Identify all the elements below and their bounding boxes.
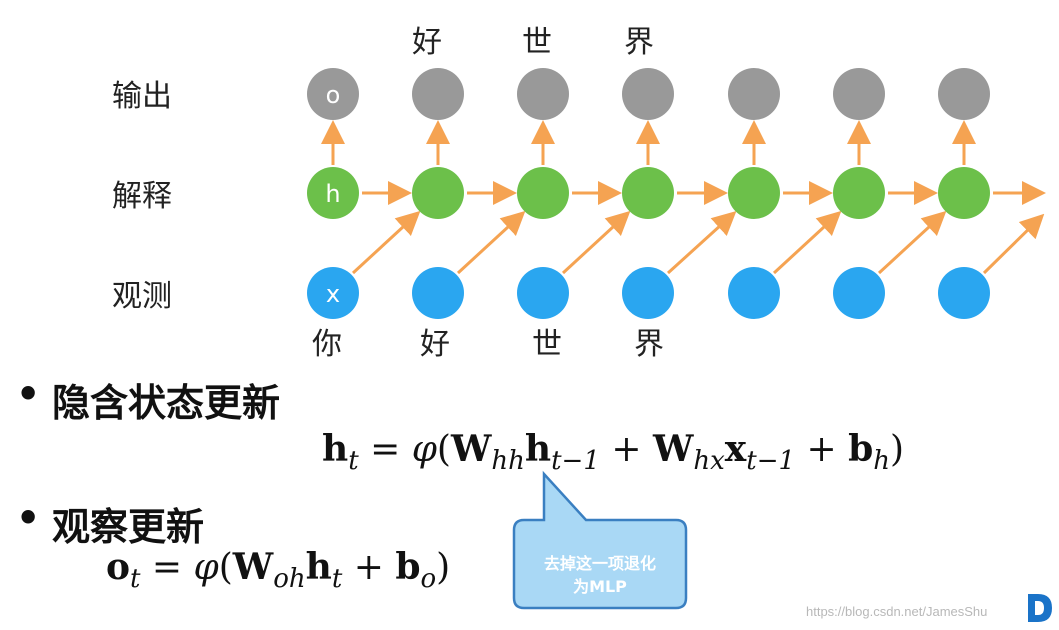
logo-d-icon [1028, 594, 1052, 622]
rnn-diagram: 输出 解释 观测 好 世 界 你 好 世 界 o h x [112, 25, 1046, 362]
hidden-node-5 [728, 167, 780, 219]
row-label-output: 输出 [112, 79, 172, 114]
row-label-input: 观测 [112, 279, 172, 314]
input-node-letter: x [326, 280, 340, 308]
input-node-7 [938, 267, 990, 319]
input-node-3 [517, 267, 569, 319]
hidden-node-2 [412, 167, 464, 219]
output-node-1 [307, 68, 359, 120]
bottom-word-2: 好 [420, 327, 450, 362]
output-node-6 [833, 68, 885, 120]
arrow-input-to-hidden-2 [456, 210, 526, 275]
callout-bubble [512, 470, 688, 610]
output-node-letter: o [326, 81, 341, 109]
top-word-2: 世 [522, 25, 552, 60]
output-node-4 [622, 68, 674, 120]
hidden-node-7 [938, 167, 990, 219]
hidden-update-formula: ht = φ(Whhht−1 + Whxxt−1 + bh) [322, 428, 905, 476]
callout-shape [512, 470, 688, 610]
arrow-input-to-hidden-1 [351, 210, 421, 275]
bullet-dot-1: • [16, 372, 41, 416]
arrow-input-to-hidden-4 [666, 210, 737, 275]
hidden-node-6 [833, 167, 885, 219]
bottom-word-1: 你 [312, 327, 342, 362]
input-node-1 [307, 267, 359, 319]
input-node-4 [622, 267, 674, 319]
output-node-7 [938, 68, 990, 120]
arrow-input-to-hidden-5 [772, 210, 842, 275]
top-word-3: 界 [624, 25, 654, 60]
observe-update-formula: ot = φ(Wohht + bo) [106, 546, 451, 594]
observe-update-title: 观察更新 [52, 505, 205, 549]
hidden-node-letter: h [325, 180, 340, 208]
hidden-node-4 [622, 167, 674, 219]
bullet-dot-2: • [16, 496, 41, 540]
input-node-5 [728, 267, 780, 319]
watermark: https://blog.csdn.net/JamesShu [806, 604, 988, 619]
output-node-5 [728, 68, 780, 120]
arrow-input-to-hidden-3 [561, 210, 631, 275]
row-label-hidden: 解释 [112, 179, 172, 214]
input-node-6 [833, 267, 885, 319]
arrow-input-to-hidden-6 [877, 210, 947, 275]
callout-line-2: 为MLP [573, 577, 627, 596]
bottom-word-4: 界 [634, 327, 664, 362]
output-node-2 [412, 68, 464, 120]
nodes-layer [307, 68, 990, 319]
callout-line-1: 去掉这一项退化 [543, 554, 656, 573]
hidden-update-title: 隐含状态更新 [52, 381, 281, 425]
hidden-node-3 [517, 167, 569, 219]
output-node-3 [517, 68, 569, 120]
top-word-1: 好 [412, 25, 442, 60]
arrows-layer [321, 120, 1046, 275]
bottom-word-3: 世 [532, 327, 562, 362]
arrow-input-to-hidden-7 [982, 213, 1045, 275]
input-node-2 [412, 267, 464, 319]
hidden-node-1 [307, 167, 359, 219]
